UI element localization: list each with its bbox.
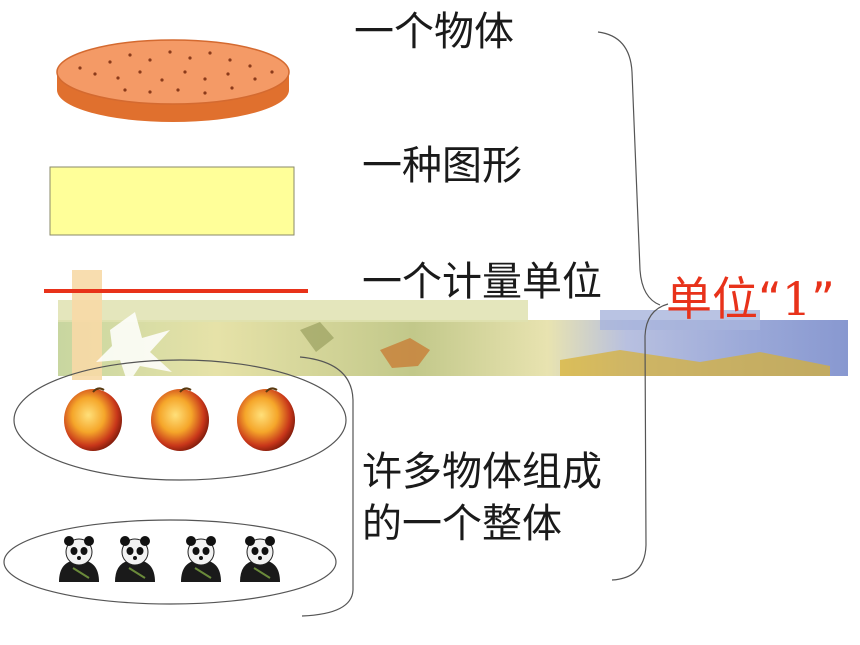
- panda-icon: [59, 536, 99, 582]
- brace-lower: [611, 303, 669, 581]
- unit-prefix: 单位: [666, 272, 758, 326]
- label-group-line-2: 的一个整体: [362, 501, 562, 547]
- panda-icon: [115, 536, 155, 582]
- label-group-line-1: 许多物体组成: [362, 449, 602, 495]
- decorative-leaf-band: [58, 270, 848, 384]
- yellow-rectangle: [49, 166, 295, 236]
- group-bracket-left: [299, 356, 354, 617]
- panda-icon: [181, 536, 221, 582]
- cookie-icon: [56, 39, 290, 122]
- panda-group-ellipse: [3, 519, 337, 605]
- brace-upper: [597, 31, 661, 306]
- peach-icon: [64, 387, 122, 451]
- peach-icon: [237, 387, 295, 451]
- unit-close-quote: ”: [811, 272, 835, 326]
- unit-open-quote: “: [758, 272, 782, 326]
- label-an-object: 一个物体: [354, 9, 514, 55]
- label-a-shape: 一种图形: [362, 143, 522, 189]
- peach-icon: [151, 387, 209, 451]
- unit-number-one: 1: [781, 272, 812, 326]
- peach-group-ellipse: [13, 359, 347, 481]
- label-measurement-unit: 一个计量单位: [362, 259, 602, 305]
- panda-icon: [240, 536, 280, 582]
- unit-one-label: 单位“1”: [666, 276, 835, 322]
